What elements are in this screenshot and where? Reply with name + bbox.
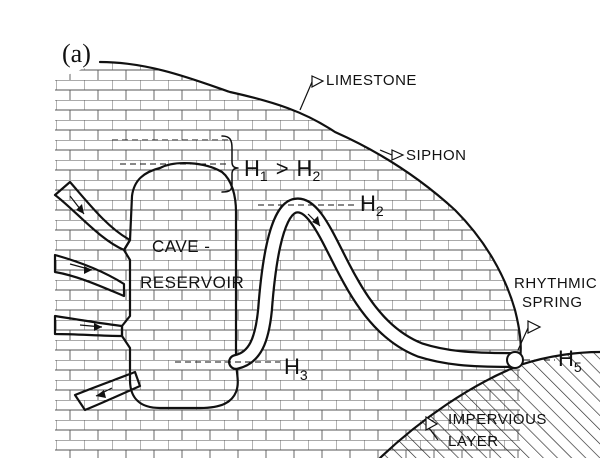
head-relation-label: H1>H2 <box>244 156 320 184</box>
h5-subscript: 5 <box>574 359 582 375</box>
spring-label: SPRING <box>522 294 583 311</box>
h3-letter: H <box>284 354 300 379</box>
impervious-label: IMPERVIOUS <box>448 411 547 428</box>
limestone-label: LIMESTONE <box>326 72 417 89</box>
h1-letter: H <box>244 156 260 181</box>
spring-outlet <box>506 351 524 369</box>
rhythmic-label: RHYTHMIC <box>514 275 597 292</box>
h5-letter: H <box>558 346 574 371</box>
inflow-conduits <box>53 180 142 412</box>
reservoir-label: RESERVOIR <box>140 273 244 292</box>
h5-label: H5 <box>558 346 582 375</box>
limestone-surface <box>98 60 522 362</box>
flow-arrows <box>69 195 113 398</box>
greater-than-sign: > <box>276 156 289 181</box>
h2-level-subscript: 2 <box>376 203 384 219</box>
h2-subscript: 2 <box>312 168 320 184</box>
h3-label: H3 <box>284 354 308 383</box>
impervious-layer <box>378 350 600 458</box>
label-pointers <box>299 75 542 441</box>
siphon-tube <box>228 197 518 370</box>
panel-label: (a) <box>62 39 91 68</box>
siphon-label: SIPHON <box>406 147 467 164</box>
h2-label: H2 <box>360 191 384 219</box>
h2-level-letter: H <box>360 191 376 216</box>
cave-label: CAVE - <box>152 237 210 256</box>
h1-subscript: 1 <box>260 168 268 184</box>
h3-subscript: 3 <box>300 367 308 383</box>
h2-letter: H <box>297 156 313 181</box>
head-level-lines <box>112 135 555 363</box>
layer-label: LAYER <box>448 433 499 450</box>
